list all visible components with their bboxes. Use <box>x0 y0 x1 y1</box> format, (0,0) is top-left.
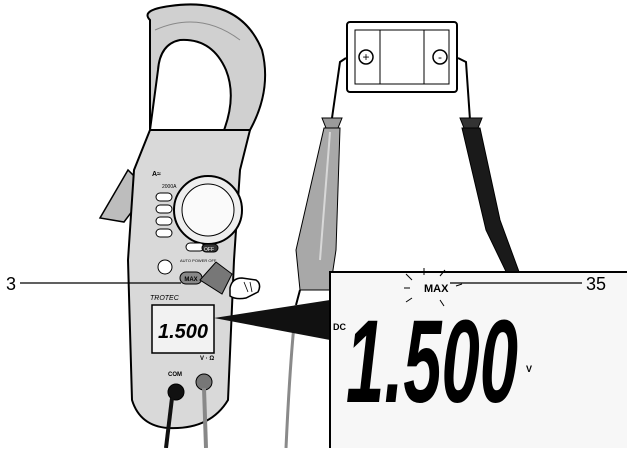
zoomed-display: DC MAX 1.500 V <box>329 268 627 448</box>
max-indicator: MAX <box>424 283 449 295</box>
black-test-probe <box>457 57 523 301</box>
v-ohm-jack <box>195 373 213 391</box>
light-button-icon <box>157 259 173 275</box>
off-label: OFF <box>204 247 214 253</box>
meter-lcd <box>151 304 215 354</box>
auto-power-off-label: AUTO POWER OFF <box>180 258 217 263</box>
red-test-probe <box>284 57 347 449</box>
negative-terminal-icon <box>432 49 448 65</box>
callout-left: 3 <box>6 274 181 294</box>
callout-right: 35 <box>450 274 606 294</box>
mode-acv-label: A≈ <box>152 171 161 178</box>
brand-label: TROTEC <box>150 295 180 302</box>
positive-terminal-label: + <box>362 50 369 64</box>
callout-label-left: 3 <box>6 274 16 294</box>
unit-indicator: V <box>526 364 532 374</box>
display-reading: 1.500 <box>346 296 518 428</box>
com-jack-label: COM <box>168 372 182 378</box>
max-button-label: MAX <box>184 277 197 283</box>
com-jack <box>167 383 185 401</box>
callout-label-right: 35 <box>586 274 606 294</box>
meter-lcd-reading: 1.500 <box>158 321 208 343</box>
blink-marks-icon <box>404 268 463 307</box>
negative-terminal-label: - <box>438 50 442 64</box>
v-ohm-jack-label: V · Ω <box>200 356 214 362</box>
range-button-label: 2000A <box>162 184 177 190</box>
battery: + - <box>346 21 458 93</box>
positive-terminal-icon <box>358 49 374 65</box>
dc-indicator: DC <box>333 322 346 332</box>
zoom-pointer <box>214 300 330 340</box>
clamp-meter: A≈ 2000A OFF AUTO POWER OFF MAX TROTEC 1… <box>98 3 267 449</box>
finger-press-icon <box>199 261 261 300</box>
